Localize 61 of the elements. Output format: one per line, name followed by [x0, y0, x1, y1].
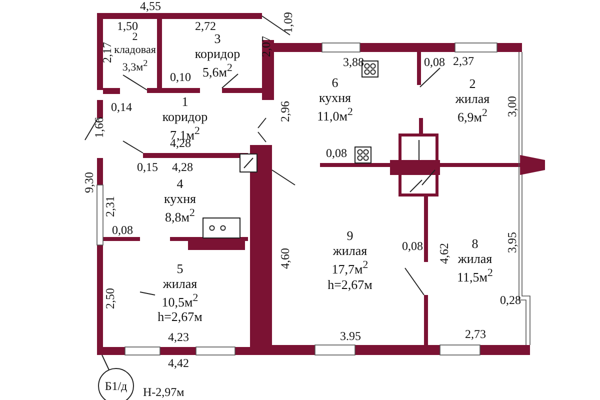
- room-number: 8: [472, 236, 478, 251]
- dimension-label: 1,66: [93, 117, 106, 138]
- dimension-label: 0,08: [424, 56, 445, 69]
- room-area: 7,1м$^{2}$: [170, 124, 200, 142]
- room-area: 6,9м$^{2}$: [458, 106, 488, 124]
- dimension-label: 2,07: [260, 36, 273, 57]
- room-area: 8,8м$^{2}$: [165, 206, 195, 224]
- room-name: кладовая: [114, 44, 156, 58]
- dimension-label: 0,28: [500, 294, 521, 307]
- dimension-label: 4,60: [279, 248, 292, 269]
- dimension-label: 4,62: [438, 243, 451, 264]
- room-name: жилая: [162, 276, 198, 291]
- room-area: 3,3м$^{2}$: [122, 57, 148, 75]
- dimension-label: 0,08: [402, 240, 423, 253]
- dimension-label: 2,50: [104, 288, 117, 309]
- room-name: кухня: [318, 90, 352, 105]
- room-area: 5,6м$^{2}$: [202, 61, 232, 80]
- dimension-label: 2,73: [465, 328, 486, 341]
- dimension-label: 0,10: [170, 71, 191, 84]
- room-area: 17,7м$^{2}$: [332, 258, 368, 277]
- room-name: кухня: [164, 190, 196, 206]
- dimension-label: 4,23: [168, 331, 189, 344]
- dimension-label: 4,55: [140, 0, 161, 13]
- dimension-label: 0,15: [137, 161, 158, 174]
- dimension-label: 2,31: [104, 196, 117, 217]
- dimension-label: 3,95: [506, 232, 519, 253]
- room-number: 3: [214, 31, 221, 46]
- level-mark-label: Н-2,97м: [143, 386, 184, 399]
- dimension-label: 1,50: [117, 20, 138, 33]
- room-area: 10,5м$^{2}$: [162, 290, 198, 310]
- room-number: 5: [176, 260, 184, 276]
- room-number: 2: [469, 76, 476, 91]
- dimension-label: 2,37: [453, 55, 474, 68]
- ceiling-height: h=2,67м: [328, 276, 372, 292]
- room-area: 11,5м$^{2}$: [457, 266, 493, 284]
- room-name: жилая: [332, 243, 368, 258]
- dimension-label: 2,17: [101, 42, 114, 63]
- dimension-label: 4,28: [172, 161, 193, 174]
- room-name: жилая: [458, 250, 492, 266]
- room-name: жилая: [455, 90, 490, 106]
- dimension-label: 3,00: [506, 96, 519, 117]
- dimension-label: 2,96: [279, 101, 292, 122]
- dimension-label: 9,30: [83, 172, 96, 193]
- dimension-label: 3.95: [340, 330, 361, 343]
- ceiling-height: h=2,67м: [158, 309, 202, 324]
- dimension-label: 0,08: [326, 147, 347, 160]
- room-number: 9: [346, 228, 354, 244]
- room-name: коридор: [162, 108, 208, 124]
- room-area: 11,0м$^{2}$: [317, 104, 353, 124]
- dimension-label: 1,09: [282, 12, 295, 33]
- dimension-label: 4,42: [168, 357, 189, 370]
- room-number: 6: [332, 74, 338, 90]
- room-number: 4: [176, 176, 184, 191]
- dimension-label: 0,14: [111, 101, 132, 114]
- dimension-label: 0,08: [112, 224, 133, 237]
- room-number: 1: [182, 94, 188, 109]
- axis-marker: Б1/д: [98, 368, 134, 400]
- room-name: коридор: [194, 46, 240, 62]
- dimension-label: 2,72: [195, 20, 216, 33]
- dimension-label: 3,88: [343, 56, 364, 69]
- room-number: 2: [132, 31, 138, 44]
